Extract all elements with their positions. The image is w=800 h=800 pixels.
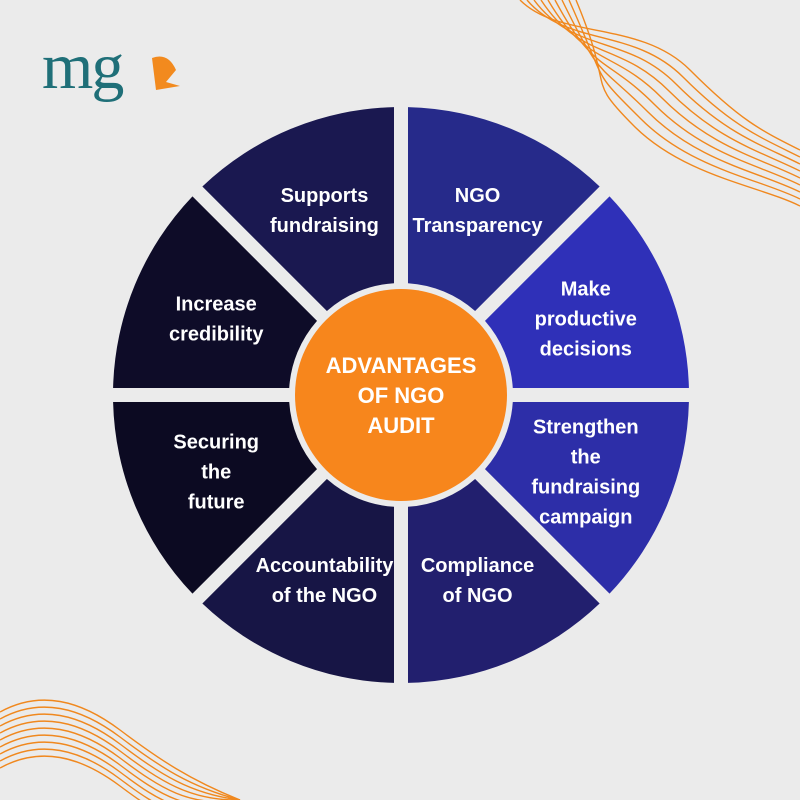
wave-line-bottom (0, 720, 240, 800)
svg-text:mg: mg (42, 30, 123, 103)
segment-shape (484, 401, 689, 594)
wave-line-top (561, 0, 800, 193)
segment-shape (407, 107, 600, 312)
wave-line-bottom (0, 699, 241, 800)
wave-line-bottom (0, 741, 240, 800)
wave-line-top (568, 0, 800, 200)
segment-shape (484, 196, 689, 389)
wave-line-bottom (0, 713, 241, 800)
segment-shape (407, 478, 600, 683)
segment-shape (113, 196, 318, 389)
wave-line-bottom (0, 755, 240, 800)
segment-shape (113, 401, 318, 594)
wave-line-top (575, 0, 800, 207)
wave-line-top (519, 0, 800, 151)
segment-shape (202, 478, 395, 683)
wave-line-top (533, 0, 800, 165)
mgc-logo: mg (42, 30, 180, 103)
wave-line-bottom (0, 748, 240, 800)
segment-shape (202, 107, 395, 312)
wave-line-bottom (0, 734, 240, 800)
wave-line-top (554, 0, 800, 186)
wave-line-bottom (0, 706, 241, 800)
center-circle (295, 289, 507, 501)
